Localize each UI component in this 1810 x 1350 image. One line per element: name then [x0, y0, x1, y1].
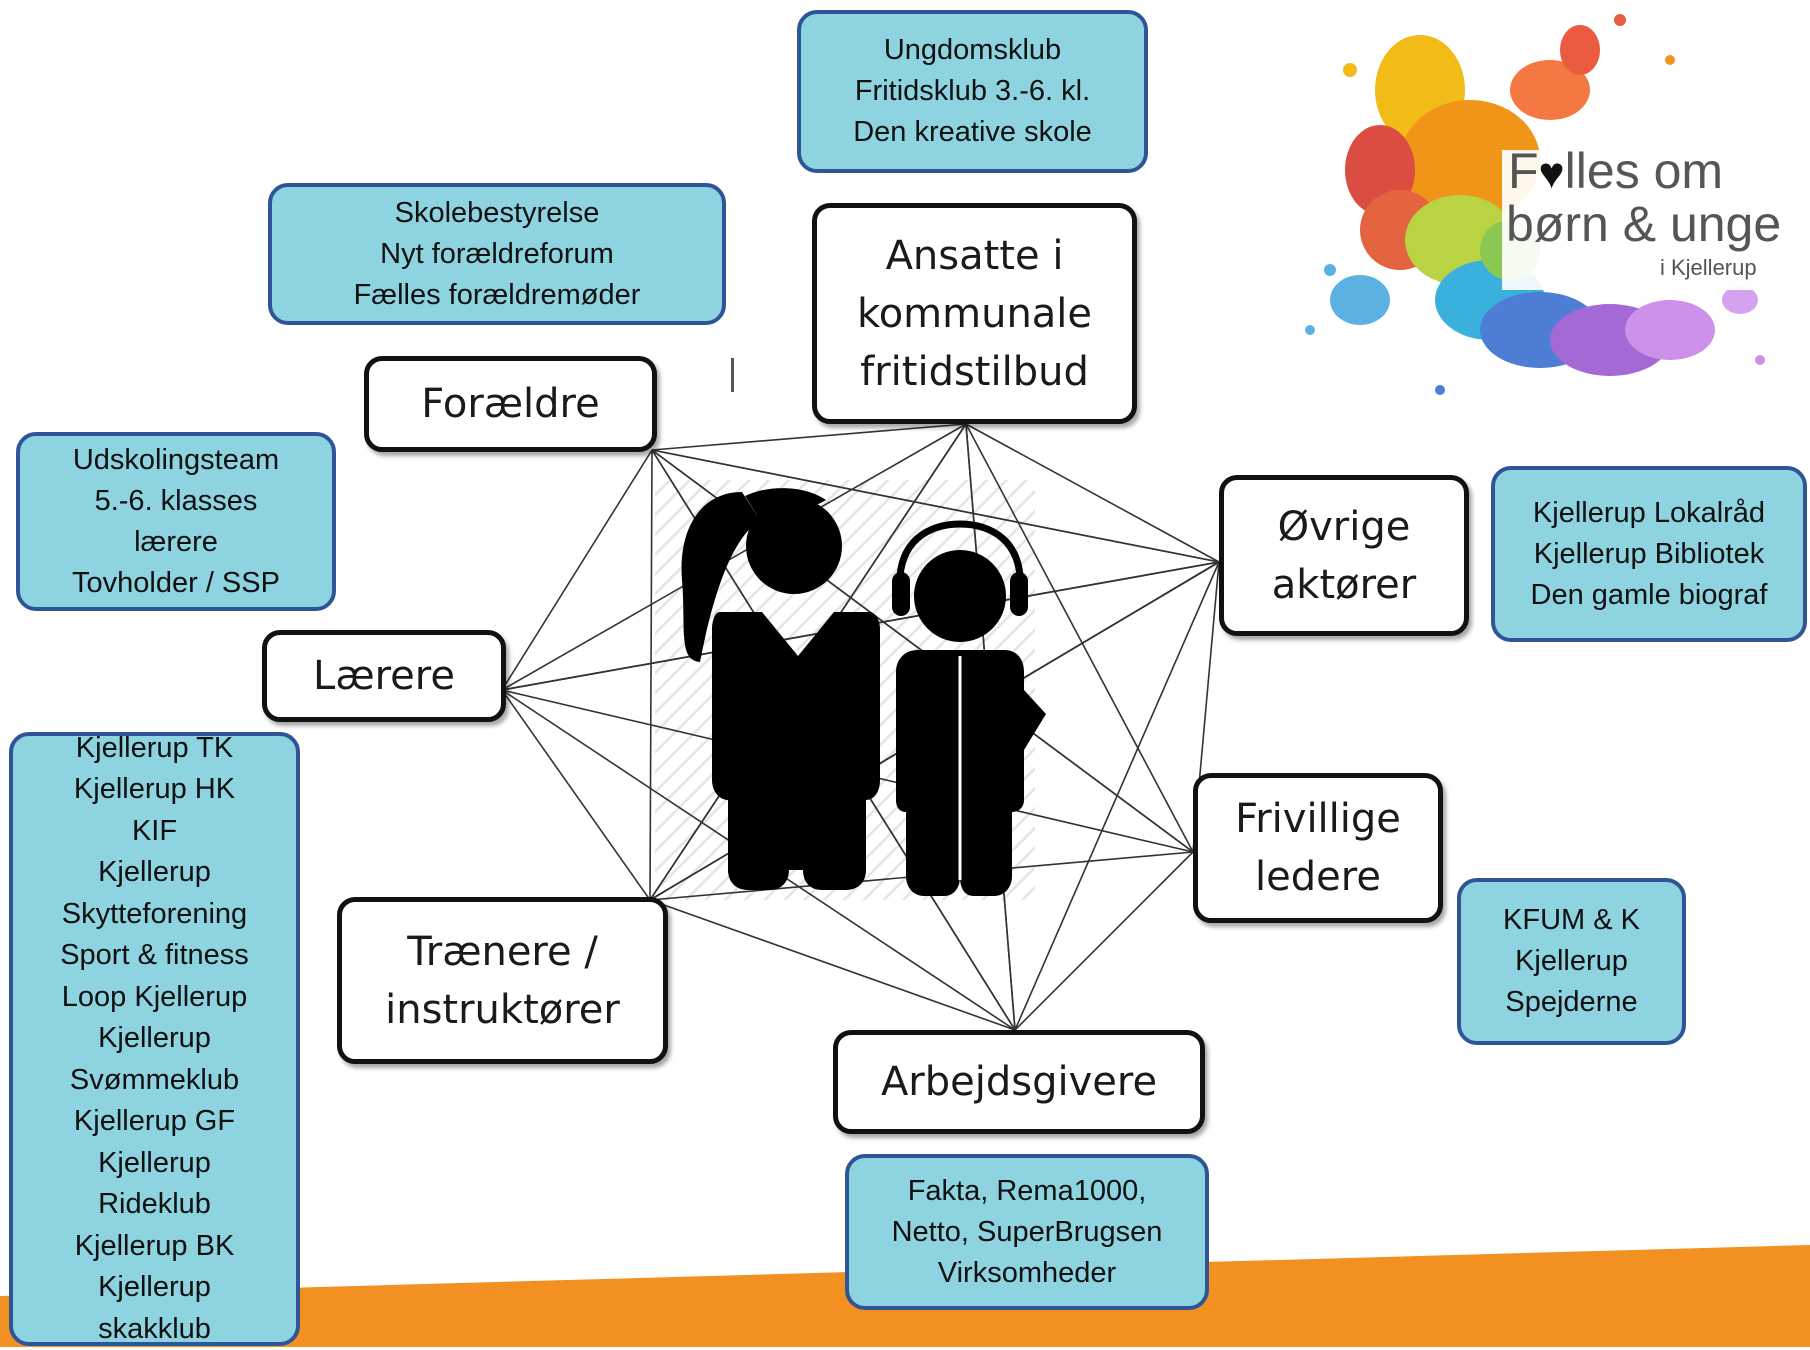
connection-line — [965, 423, 1194, 853]
text-line: Kjellerup Bibliotek — [1533, 537, 1765, 570]
heart-icon: ♥ — [1538, 149, 1565, 198]
text-line: Trænere / — [407, 928, 598, 975]
connection-line — [501, 423, 967, 691]
connection-line — [501, 449, 653, 691]
text-line: fritidstilbud — [860, 348, 1089, 395]
boy-figure-icon — [892, 520, 1046, 896]
text-line: Udskolingsteam — [72, 443, 280, 476]
text-line: instruktører — [385, 986, 620, 1033]
text-line: Kjellerup — [98, 1022, 211, 1055]
text-line: Skolebestyrelse — [394, 196, 600, 229]
text-line: aktører — [1271, 561, 1417, 608]
text-line: Kjellerup TK — [75, 731, 234, 764]
text-line: Lærere — [313, 653, 455, 699]
logo-text-line1: lles om — [1564, 143, 1724, 199]
connection-line — [649, 449, 653, 901]
text-line: lærere — [134, 525, 218, 558]
node-foraeldre: Forældre — [364, 356, 657, 452]
text-line: Forældre — [421, 381, 600, 427]
text-line: Rideklub — [98, 1188, 211, 1221]
text-line: Nyt forældreforum — [380, 237, 614, 270]
node-traenere: Trænere / instruktører — [337, 897, 668, 1064]
text-line: Kjellerup GF — [73, 1105, 236, 1138]
logo-text-line2: børn & unge — [1506, 196, 1782, 252]
logo: F♥lles om børn & unge i Kjellerup — [1240, 0, 1810, 450]
connection-line — [651, 423, 967, 451]
text-line: Kjellerup BK — [74, 1229, 235, 1262]
text-line: Fritidsklub 3.-6. kl. — [854, 75, 1091, 107]
text-line: Kjellerup — [98, 1271, 211, 1304]
text-line: Fakta, Rema1000, — [907, 1174, 1147, 1207]
text-line: Frivillige — [1235, 796, 1401, 842]
text-line: Kjellerup — [98, 1146, 211, 1179]
paint-splash-graphic — [1305, 14, 1802, 395]
node-arbejdsgivere: Arbejdsgivere — [833, 1030, 1205, 1134]
text-line: KFUM & K — [1503, 904, 1640, 936]
connection-line — [651, 449, 1220, 563]
text-line: Skytteforening — [61, 897, 248, 930]
text-line: 5.-6. klasses — [94, 484, 258, 517]
text-line: Loop Kjellerup — [61, 980, 248, 1013]
logo-text-line3: i Kjellerup — [1660, 255, 1757, 280]
text-line: kommunale — [856, 290, 1093, 337]
text-line: Arbejdsgivere — [880, 1059, 1158, 1105]
text-line: Svømmeklub — [69, 1063, 240, 1096]
text-line: Kjellerup HK — [73, 773, 236, 806]
node-frivillige-ledere: Frivillige ledere — [1193, 773, 1443, 923]
text-line: Netto, SuperBrugsen — [891, 1215, 1163, 1248]
node-laerere: Lærere — [262, 630, 506, 722]
text-line: Kjellerup — [1515, 945, 1628, 977]
connection-line — [965, 423, 1220, 563]
node-ansatte: Ansatte i kommunale fritidstilbud — [812, 203, 1137, 424]
text-line: Spejderne — [1505, 986, 1638, 1018]
text-line: Kjellerup Lokalråd — [1532, 496, 1766, 529]
node-ovrige-aktoerer: Øvrige aktører — [1219, 475, 1469, 636]
text-line: Fælles forældremøder — [353, 278, 641, 311]
connection-line — [501, 689, 651, 901]
text-line: Ungdomsklub — [883, 34, 1062, 66]
connection-line — [1014, 851, 1194, 1031]
girl-figure-icon — [681, 488, 880, 890]
text-line: Tovholder / SSP — [72, 566, 280, 599]
connection-line — [649, 899, 1016, 1031]
text-line: Ansatte i — [885, 232, 1064, 279]
text-line: Den kreative skole — [853, 116, 1092, 148]
text-line: KIF — [131, 814, 178, 847]
logo-letter-f: F — [1508, 143, 1539, 199]
text-line: Kjellerup — [98, 856, 211, 889]
text-cursor-mark — [731, 358, 734, 392]
text-line: skakklub — [98, 1312, 211, 1345]
text-line: ledere — [1255, 854, 1381, 900]
text-line: Den gamle biograf — [1530, 578, 1768, 611]
text-line: Virksomheder — [937, 1256, 1117, 1289]
text-line: Sport & fitness — [60, 939, 249, 972]
text-line: Øvrige — [1277, 503, 1411, 550]
